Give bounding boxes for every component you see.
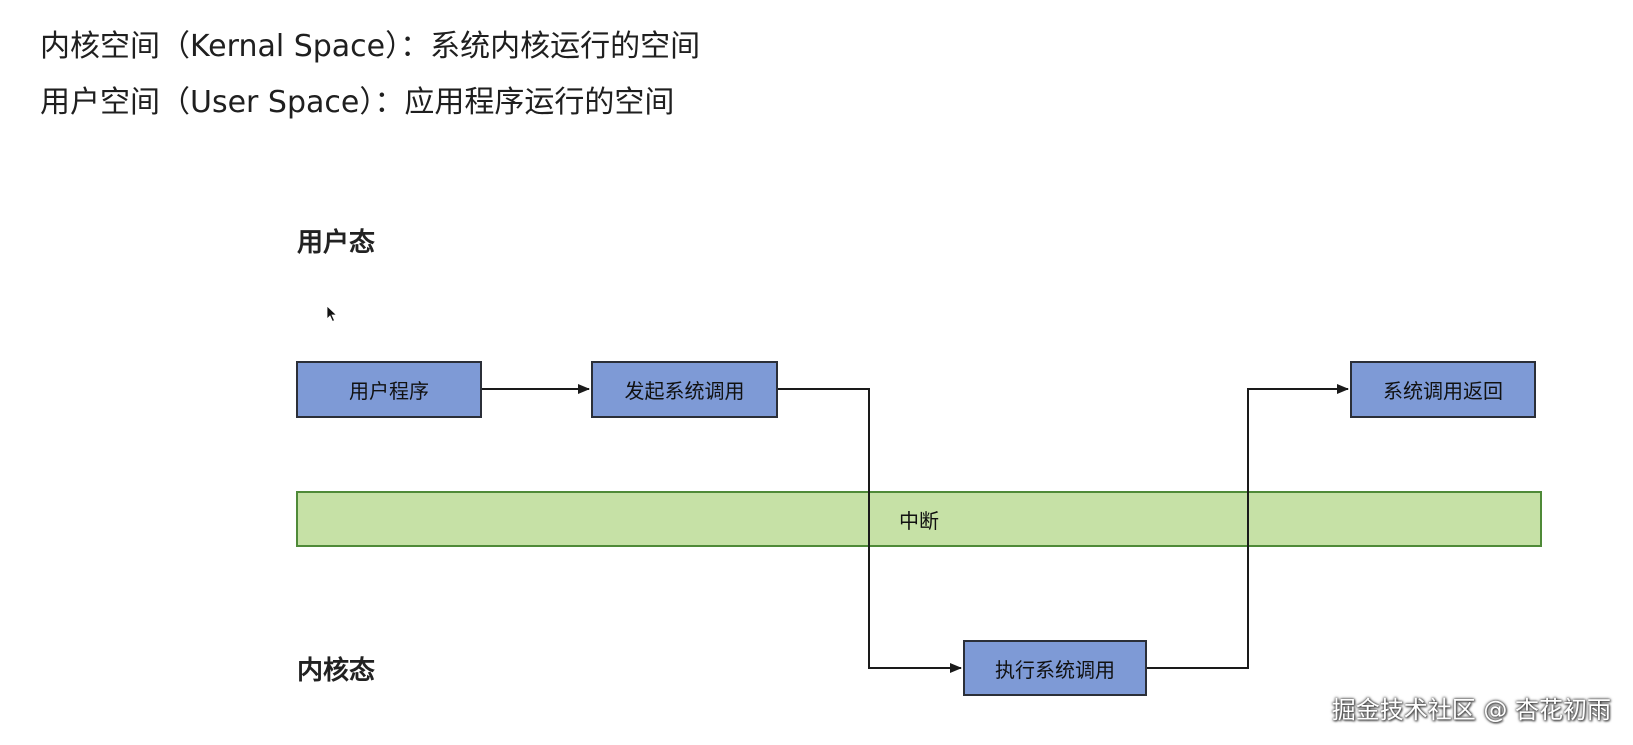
user-program-node: 用户程序 (296, 361, 482, 418)
kernel-space-definition: 内核空间（Kernal Space）：系统内核运行的空间 (40, 29, 701, 64)
syscall-exec-node: 执行系统调用 (963, 640, 1147, 696)
watermark: 掘金技术社区 @ 杏花初雨 (1331, 696, 1611, 724)
mouse-pointer-icon (326, 305, 338, 323)
syscall-return-node: 系统调用返回 (1350, 361, 1536, 418)
user-mode-label: 用户态 (297, 228, 376, 258)
user-space-definition: 用户空间（User Space）：应用程序运行的空间 (40, 85, 675, 120)
interrupt-band: 中断 (296, 491, 1542, 547)
kernel-mode-label: 内核态 (297, 656, 376, 686)
syscall-start-node: 发起系统调用 (591, 361, 778, 418)
